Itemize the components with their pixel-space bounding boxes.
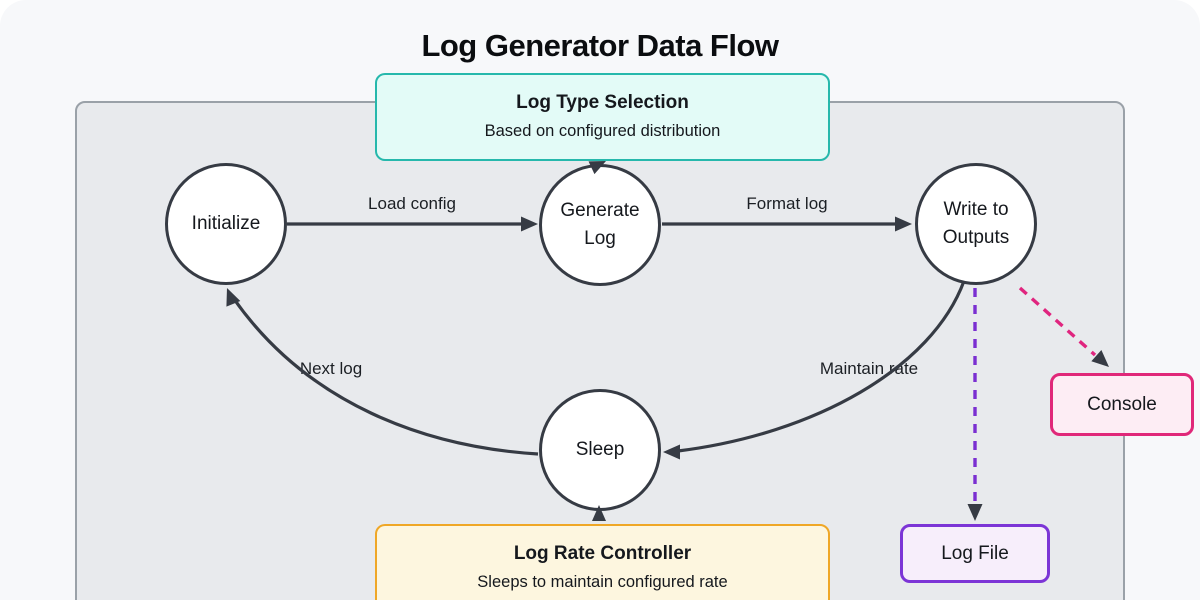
output-log-file: Log File bbox=[900, 524, 1050, 583]
page-title: Log Generator Data Flow bbox=[421, 28, 779, 63]
node-label-line: Outputs bbox=[942, 227, 1010, 248]
note-title: Log Type Selection bbox=[516, 92, 689, 113]
edge-label-maintain-rate: Maintain rate bbox=[819, 359, 919, 378]
note-title: Log Rate Controller bbox=[513, 543, 692, 564]
node-label: Sleep bbox=[575, 438, 625, 460]
note-log-type-selection: Log Type Selection Based on configured d… bbox=[375, 73, 830, 161]
node-generate-log: Generate Log bbox=[539, 164, 661, 286]
edge-label-next-log: Next log bbox=[299, 359, 363, 378]
output-label: Console bbox=[1087, 393, 1157, 415]
output-console: Console bbox=[1050, 373, 1194, 436]
edge-label-format-log: Format log bbox=[746, 194, 828, 213]
node-label-line: Log bbox=[584, 228, 616, 249]
node-initialize: Initialize bbox=[165, 163, 287, 285]
node-label-line: Write to bbox=[943, 198, 1009, 220]
note-subtitle: Based on configured distribution bbox=[484, 122, 721, 140]
node-label-line: Generate bbox=[560, 199, 640, 221]
output-label: Log File bbox=[941, 542, 1009, 564]
node-label: Initialize bbox=[191, 212, 261, 234]
node-sleep: Sleep bbox=[539, 389, 661, 511]
edge-label-load-config: Load config bbox=[368, 194, 456, 213]
note-log-rate-controller: Log Rate Controller Sleeps to maintain c… bbox=[375, 524, 830, 600]
note-subtitle: Sleeps to maintain configured rate bbox=[477, 573, 728, 591]
node-write-to-outputs: Write to Outputs bbox=[915, 163, 1037, 285]
